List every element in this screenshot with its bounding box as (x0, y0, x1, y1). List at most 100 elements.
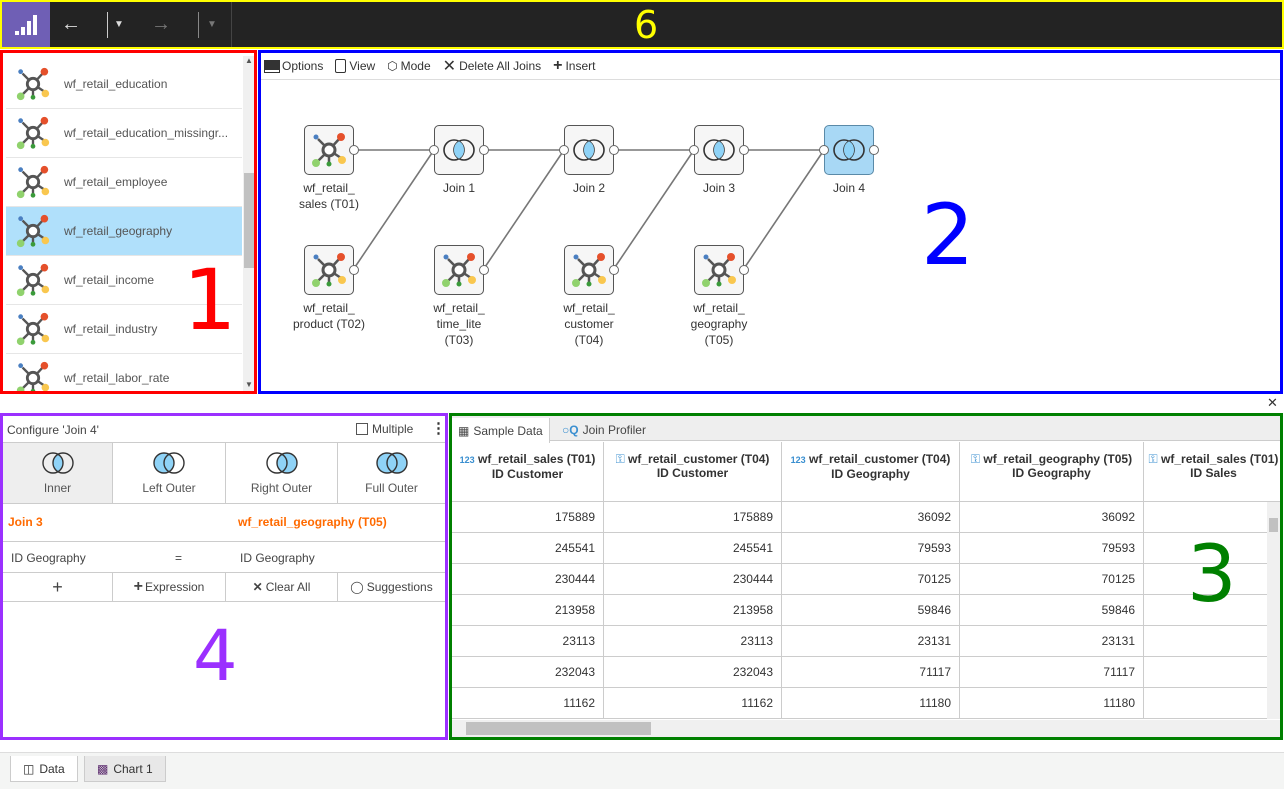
scroll-down-icon[interactable]: ▼ (245, 380, 253, 389)
scrollbar-thumb[interactable] (244, 173, 254, 268)
table-cell: 36092 (782, 502, 960, 533)
output-port[interactable] (349, 265, 359, 275)
table-node[interactable] (694, 245, 749, 295)
join-condition-row[interactable]: ID Geography = ID Geography (3, 542, 445, 573)
column-header[interactable]: ⚿ wf_retail_geography (T05)ID Geography (960, 442, 1144, 502)
app-logo-icon[interactable] (2, 2, 50, 47)
data-flow-icon: ◫ (23, 761, 35, 776)
annotation-4: 4 (193, 615, 238, 697)
sidebar-item[interactable]: wf_retail_labor_rate (6, 354, 242, 394)
add-expression-button[interactable]: +Expression (113, 573, 226, 601)
join-link (742, 149, 825, 271)
vertical-scrollbar[interactable] (1267, 502, 1280, 719)
venn-icon (153, 452, 185, 474)
join-node[interactable] (429, 125, 489, 175)
join-node[interactable] (819, 125, 879, 175)
config-title: Configure 'Join 4' (7, 423, 99, 437)
output-port[interactable] (739, 265, 749, 275)
output-port[interactable] (349, 145, 359, 155)
input-port[interactable] (689, 145, 699, 155)
condition-operator[interactable]: = (175, 551, 183, 565)
table-cell: 71117 (782, 657, 960, 688)
node-label: wf_retail_ customer (T04) (563, 301, 615, 347)
join-type-right-outer[interactable]: Right Outer (226, 443, 338, 503)
sidebar-item[interactable]: wf_retail_education_missingr... (6, 109, 242, 158)
table-cell (1144, 626, 1280, 657)
left-field[interactable]: ID Geography (11, 551, 86, 565)
output-port[interactable] (609, 145, 619, 155)
delete-all-joins-button[interactable]: ✕Delete All Joins (442, 58, 542, 75)
tab-chart-1[interactable]: ▩Chart 1 (84, 756, 166, 782)
table-cell: 23131 (782, 626, 960, 657)
sidebar-item[interactable]: wf_retail_geography (6, 207, 242, 256)
table-cell (1144, 502, 1280, 533)
input-port[interactable] (819, 145, 829, 155)
column-header[interactable]: ⚿ wf_retail_customer (T04)ID Customer (604, 442, 782, 502)
tab-sample-data[interactable]: ▦Sample Data (452, 418, 550, 443)
dataset-icon (14, 359, 52, 394)
sidebar-scrollbar[interactable]: ▲ ▼ (243, 56, 254, 391)
table-cell: 70125 (782, 564, 960, 595)
join-type-full-outer[interactable]: Full Outer (338, 443, 445, 503)
table-cell: 175889 (604, 502, 782, 533)
scrollbar-thumb[interactable] (466, 722, 651, 735)
sidebar-item[interactable]: wf_retail_income (6, 256, 242, 305)
output-port[interactable] (869, 145, 879, 155)
lightbulb-icon: ◯ (350, 580, 364, 594)
output-port[interactable] (609, 265, 619, 275)
table-node[interactable] (304, 125, 359, 175)
config-header: Configure 'Join 4' Multiple ⋮ (3, 416, 446, 443)
close-panel-icon[interactable]: ✕ (1267, 395, 1278, 410)
suggestions-button[interactable]: ◯Suggestions (350, 580, 433, 594)
forward-history-dropdown-icon[interactable]: ▼ (207, 19, 217, 30)
view-button[interactable]: View (335, 59, 375, 73)
key-icon: ⚿ (1148, 452, 1158, 466)
horizontal-scrollbar[interactable] (452, 720, 1280, 737)
table-cell (1144, 595, 1280, 626)
join-type-inner[interactable]: Inner (3, 443, 113, 503)
input-port[interactable] (559, 145, 569, 155)
options-button[interactable]: Options (264, 59, 323, 73)
output-port[interactable] (739, 145, 749, 155)
forward-arrow-icon[interactable]: → (151, 13, 171, 35)
join-node[interactable] (559, 125, 619, 175)
clear-all-button[interactable]: ✕Clear All (226, 573, 338, 601)
insert-button[interactable]: +Insert (553, 57, 596, 74)
right-field[interactable]: ID Geography (240, 551, 315, 565)
sidebar-item[interactable]: wf_retail_education (6, 60, 242, 109)
sidebar-item-label: wf_retail_geography (64, 224, 173, 238)
input-port[interactable] (429, 145, 439, 155)
table-cell: 232043 (604, 657, 782, 688)
node-label: wf_retail_ sales (T01) (298, 181, 360, 211)
mode-button[interactable]: ⬡Mode (387, 59, 431, 73)
sidebar-item[interactable]: wf_retail_industry (6, 305, 242, 354)
add-condition-button[interactable]: + (3, 573, 113, 601)
table-cell: 232043 (452, 657, 604, 688)
table-node[interactable] (434, 245, 489, 295)
join-type-left-outer[interactable]: Left Outer (113, 443, 226, 503)
multiple-checkbox[interactable]: Multiple (356, 422, 413, 436)
column-header[interactable]: 123 wf_retail_sales (T01)ID Customer (452, 442, 604, 502)
venn-join-icon (701, 138, 737, 162)
dataset-icon (569, 250, 609, 290)
column-header[interactable]: ⚿ wf_retail_sales (T01)ID Sales (1144, 442, 1280, 502)
table-cell (1144, 688, 1280, 719)
table-node[interactable] (304, 245, 359, 295)
options-icon (264, 59, 280, 73)
tab-data[interactable]: ◫Data (10, 756, 78, 782)
node-label: Join 2 (572, 181, 606, 195)
sidebar-item[interactable]: wf_retail_employee (6, 158, 242, 207)
table-node[interactable] (564, 245, 619, 295)
output-port[interactable] (479, 265, 489, 275)
scroll-up-icon[interactable]: ▲ (245, 56, 253, 65)
more-options-icon[interactable]: ⋮ (431, 420, 446, 437)
venn-join-icon (571, 138, 607, 162)
join-node[interactable] (689, 125, 749, 175)
back-arrow-icon[interactable]: ← (61, 13, 81, 35)
output-port[interactable] (479, 145, 489, 155)
column-header[interactable]: 123 wf_retail_customer (T04)ID Geography (782, 442, 960, 502)
back-history-dropdown-icon[interactable]: ▼ (114, 19, 124, 30)
